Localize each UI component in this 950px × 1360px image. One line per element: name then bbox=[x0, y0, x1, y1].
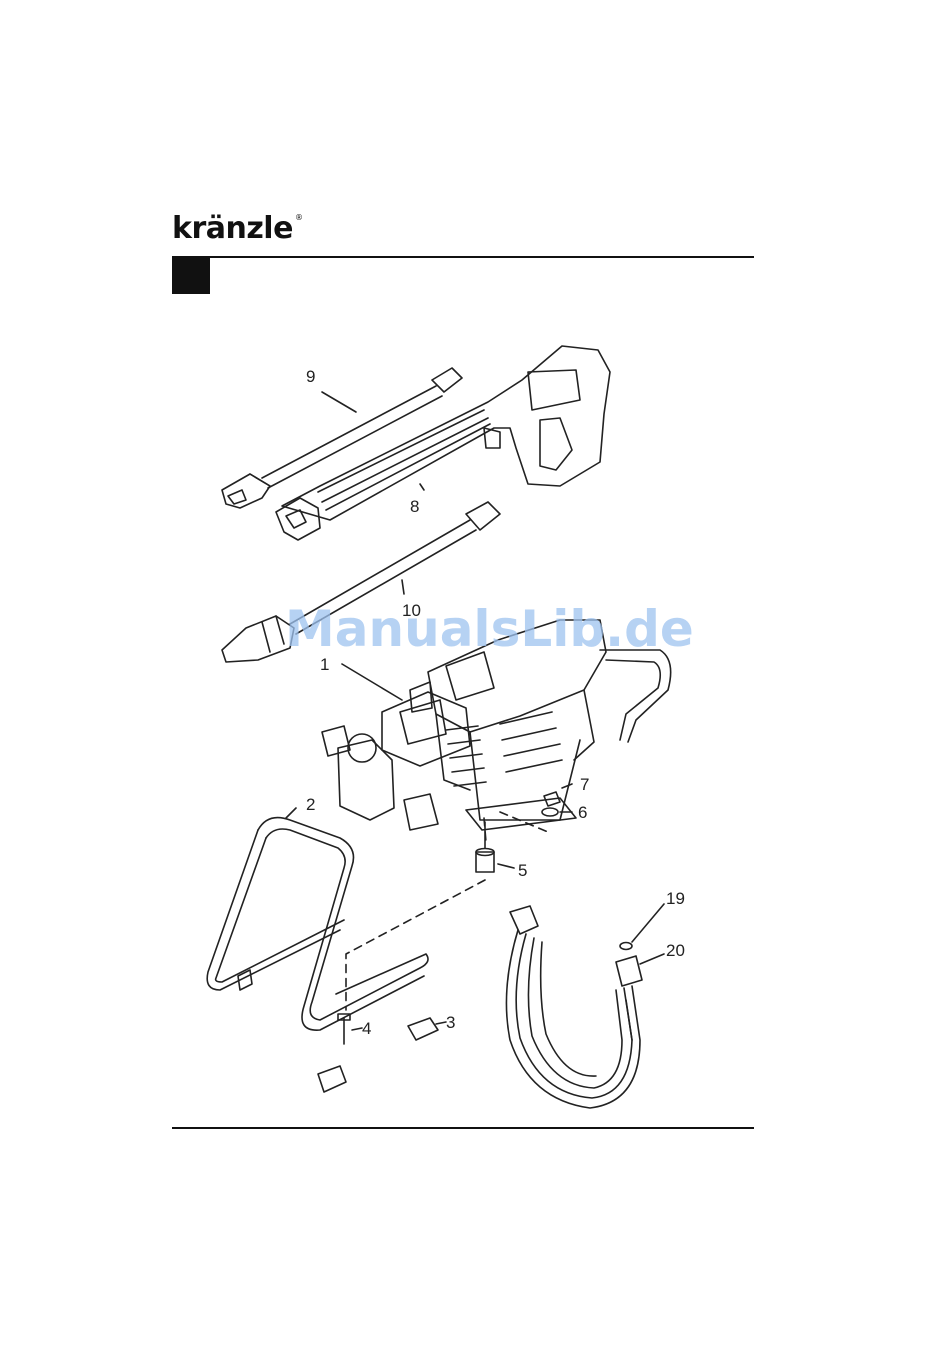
part-label-20: 20 bbox=[666, 941, 685, 960]
part-label-3: 3 bbox=[446, 1013, 455, 1032]
leader-lines bbox=[286, 392, 664, 1030]
part-label-8: 8 bbox=[410, 497, 419, 516]
part-20-hose-drawing bbox=[506, 906, 642, 1108]
part-label-5: 5 bbox=[518, 861, 527, 880]
part-label-4: 4 bbox=[362, 1019, 371, 1038]
part-8-trigger-gun-drawing bbox=[276, 346, 610, 540]
part-label-9: 9 bbox=[306, 367, 315, 386]
part-labels: 9 8 10 1 7 6 2 5 19 20 4 3 bbox=[306, 367, 685, 1038]
watermark: ManualsLib.de bbox=[285, 600, 694, 658]
part-label-19: 19 bbox=[666, 889, 685, 908]
part-3-foot-cap-drawing bbox=[318, 1018, 438, 1092]
part-label-2: 2 bbox=[306, 795, 315, 814]
part-label-7: 7 bbox=[580, 775, 589, 794]
part-2-frame-drawing bbox=[207, 818, 428, 1031]
part-label-6: 6 bbox=[578, 803, 587, 822]
footer-rule bbox=[172, 1127, 754, 1129]
part-6-washer-drawing bbox=[542, 808, 558, 816]
part-4-bolt-drawing bbox=[338, 1014, 350, 1044]
part-19-o-ring-drawing bbox=[620, 943, 632, 950]
